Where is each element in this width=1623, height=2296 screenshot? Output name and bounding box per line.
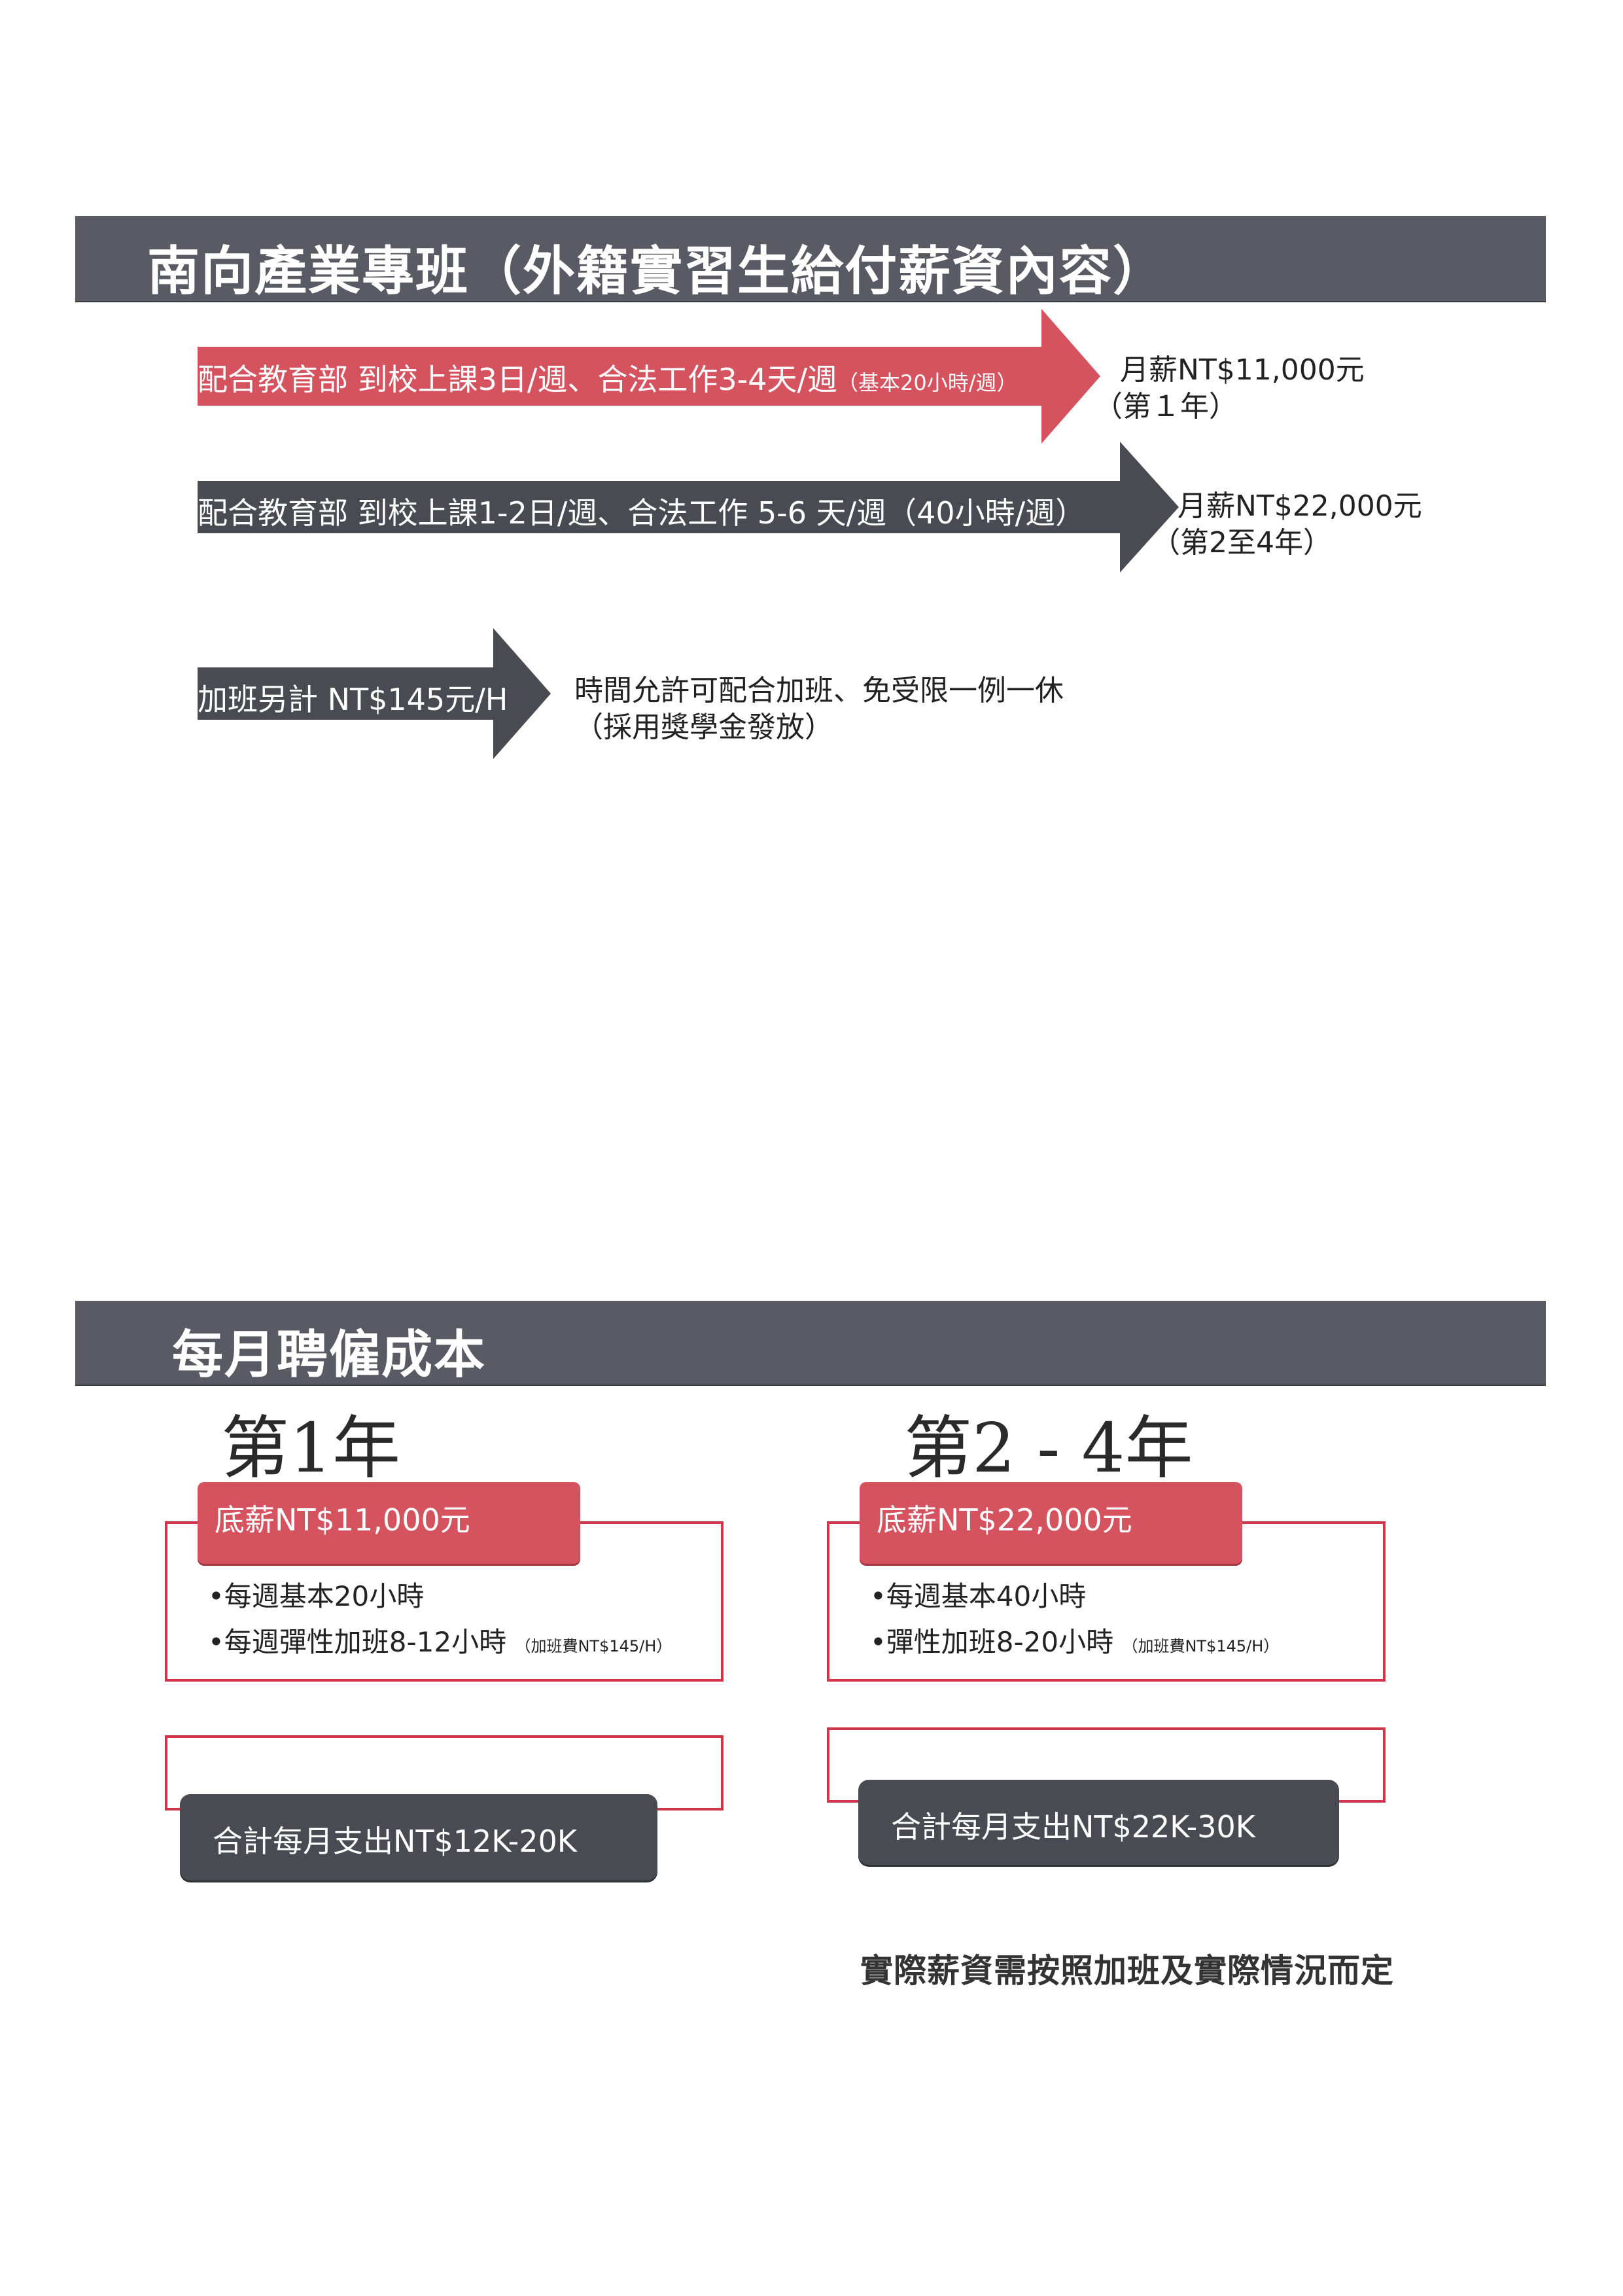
year1-heading: 第1年 <box>221 1408 401 1488</box>
bullet-item: •每週彈性加班8-12小時 （加班費NT$145/H） <box>208 1619 672 1669</box>
year1-bullets: •每週基本20小時 •每週彈性加班8-12小時 （加班費NT$145/H） <box>208 1574 672 1669</box>
section-title: 每月聘僱成本 <box>172 1326 487 1385</box>
arrow-label-text: 配合教育部 到校上課1-2日/週、合法工作 5-6 天/週（40小時/週） <box>198 495 1086 531</box>
base-salary-text: 底薪NT$11,000元 <box>215 1502 470 1538</box>
note-line-1: 時間允許可配合加班、免受限一例一休 <box>574 674 1064 707</box>
year2-4-bullets: •每週基本40小時 •彈性加班8-20小時 （加班費NT$145/H） <box>870 1574 1279 1669</box>
year2-4-salary: 月薪NT$22,000元 （第2至4年） <box>1151 488 1422 561</box>
total-text: 合計每月支出NT$12K-20K <box>213 1824 577 1859</box>
year1-salary: 月薪NT$11,000元 （第１年） <box>1094 352 1365 425</box>
bullet-item: •彈性加班8-20小時 （加班費NT$145/H） <box>870 1619 1279 1669</box>
bullet-text: •彈性加班8-20小時 <box>870 1626 1114 1658</box>
year2-4-base-salary: 底薪NT$22,000元 <box>860 1482 1242 1564</box>
bullet-note: （加班費NT$145/H） <box>515 1637 672 1655</box>
year2-4-arrow: 配合教育部 到校上課1-2日/週、合法工作 5-6 天/週（40小時/週） <box>198 442 1179 573</box>
salary-text: 月薪NT$11,000元 <box>1120 353 1365 387</box>
arrow-shape <box>198 442 1179 573</box>
bullet-item: •每週基本20小時 <box>208 1580 425 1612</box>
bullet-item: •每週基本40小時 <box>870 1580 1087 1612</box>
year1-arrow: 配合教育部 到校上課3日/週、合法工作3-4天/週（基本20小時/週） <box>198 309 1100 444</box>
arrow-label-text: 配合教育部 到校上課3日/週、合法工作3-4天/週 <box>198 362 838 397</box>
bullet-text: •每週彈性加班8-12小時 <box>208 1626 507 1658</box>
section-header-bar: 每月聘僱成本 <box>75 1301 1546 1385</box>
arrow-label-text: 加班另計 NT$145元/H <box>198 682 508 717</box>
arrow-label: 配合教育部 到校上課1-2日/週、合法工作 5-6 天/週（40小時/週） <box>198 489 1085 533</box>
arrow-label-small: （基本20小時/週） <box>837 370 1018 395</box>
salary-text: 月薪NT$22,000元 <box>1178 489 1422 523</box>
arrow-label: 加班另計 NT$145元/H <box>198 676 508 719</box>
arrow-shape <box>198 309 1100 444</box>
period-text: （第2至4年） <box>1151 526 1332 559</box>
arrow-shape <box>198 628 551 759</box>
section-title: 南向產業專班（外籍實習生給付薪資內容） <box>147 241 1166 302</box>
year1-total: 合計每月支出NT$12K-20K <box>180 1794 657 1881</box>
year1-base-salary: 底薪NT$11,000元 <box>198 1482 580 1564</box>
overtime-arrow: 加班另計 NT$145元/H <box>198 628 551 759</box>
base-salary-text: 底薪NT$22,000元 <box>877 1502 1132 1538</box>
arrow-label: 配合教育部 到校上課3日/週、合法工作3-4天/週（基本20小時/週） <box>198 356 1018 399</box>
overtime-note: 時間允許可配合加班、免受限一例一休 （採用獎學金發放） <box>574 673 1064 746</box>
total-text: 合計每月支出NT$22K-30K <box>891 1809 1255 1845</box>
year2-4-total: 合計每月支出NT$22K-30K <box>858 1780 1339 1865</box>
section-header-bar: 南向產業專班（外籍實習生給付薪資內容） <box>75 216 1546 302</box>
footnote: 實際薪資需按照加班及實際情況而定 <box>860 1952 1394 1990</box>
year2-4-heading: 第2 - 4年 <box>904 1408 1193 1488</box>
bullet-note: （加班費NT$145/H） <box>1122 1637 1280 1655</box>
note-line-2: （採用獎學金發放） <box>574 711 833 744</box>
period-text: （第１年） <box>1094 390 1238 423</box>
